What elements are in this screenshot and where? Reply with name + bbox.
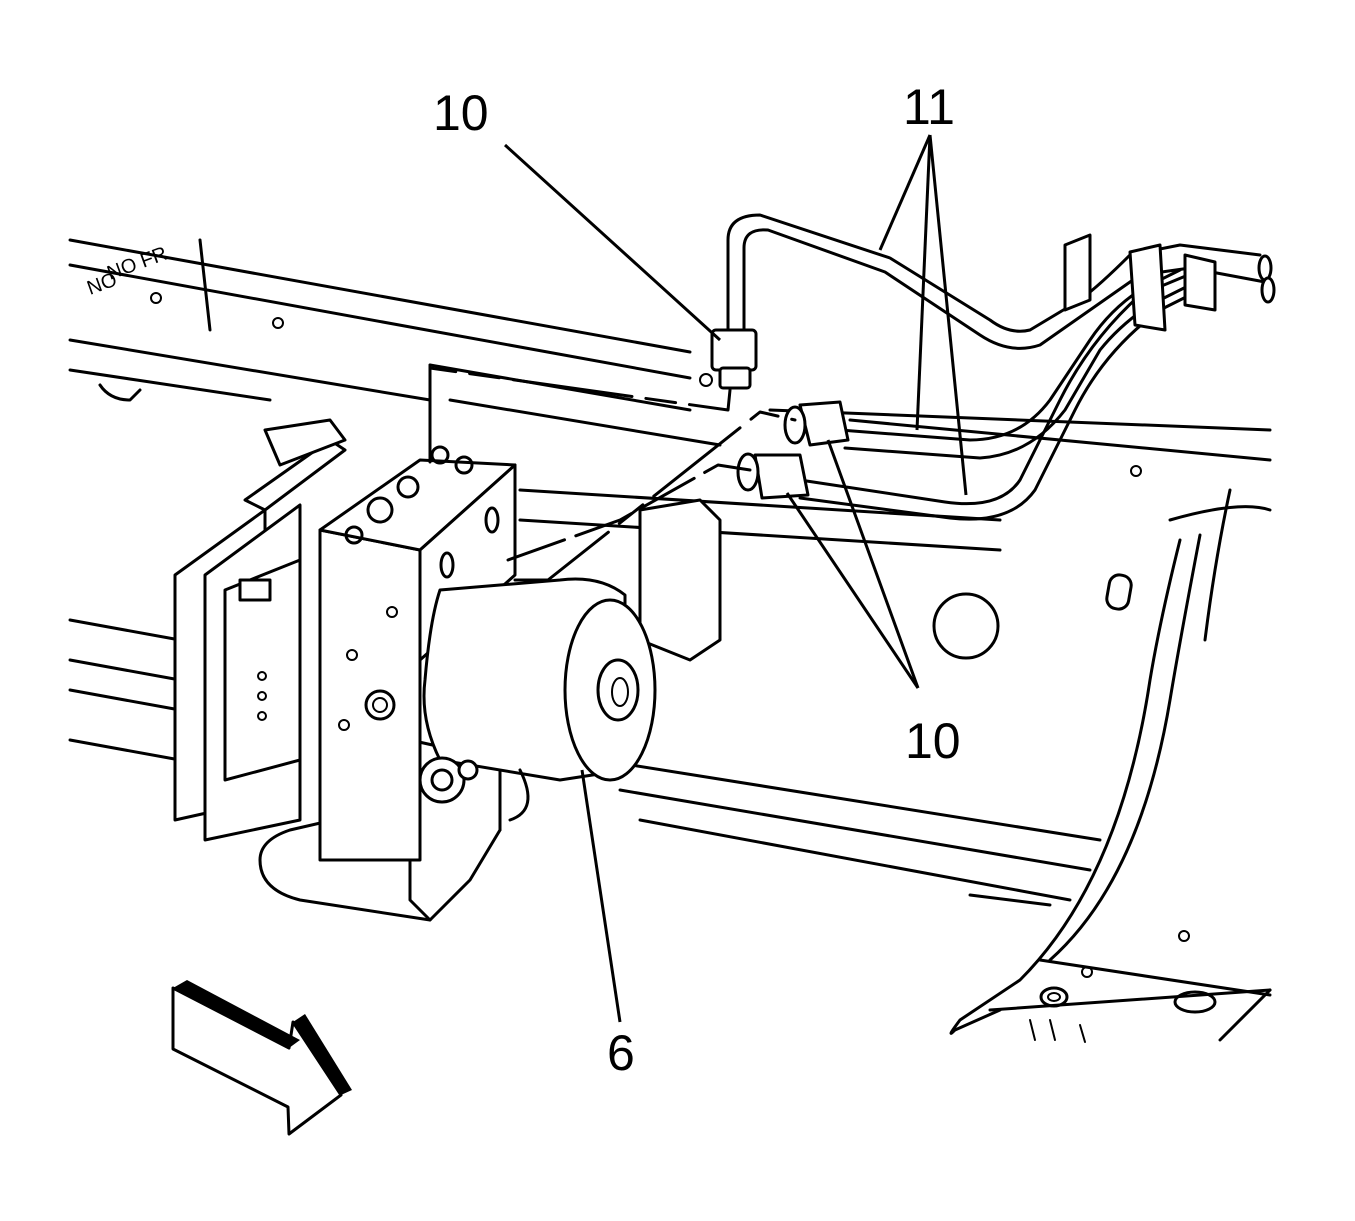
callout-10-right: 10 [905,713,961,769]
leader-11-b [915,134,932,431]
crossmember [932,488,1272,1043]
view-direction-arrow [171,980,352,1136]
leader-11-a [878,134,932,251]
alignment-lines [428,366,797,582]
callout-leaders [503,134,968,1023]
callout-10-top: 10 [433,85,489,141]
callout-6: 6 [607,1025,635,1081]
leader-10-top [503,143,722,342]
pipe-fittings [710,328,850,500]
frame-rail [68,238,1272,942]
leader-6 [580,769,622,1023]
callout-labels: 10 11 10 6 [433,79,961,1081]
brake-pipes [726,213,1267,521]
control-module [173,418,347,842]
leader-10-a [826,439,920,689]
leader-11-c [928,134,968,496]
leader-10-b [785,492,920,689]
pipe-clips [1063,233,1276,332]
pump-motor [418,577,657,822]
callout-11: 11 [903,79,955,135]
